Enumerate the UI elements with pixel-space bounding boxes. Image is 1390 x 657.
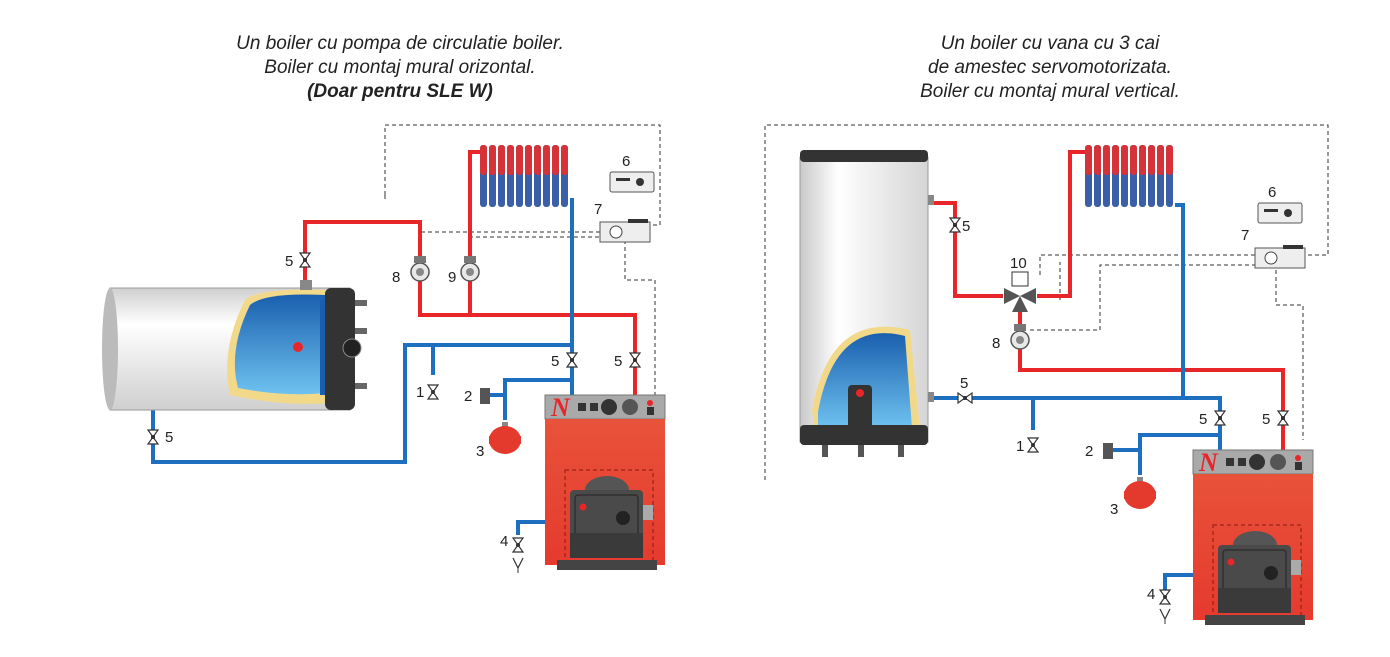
left-label-5a: 5 — [285, 253, 293, 270]
right-label-10: 10 — [1010, 255, 1027, 272]
right-valve-1-fill — [1027, 437, 1039, 453]
right-expansion-vessel-3 — [1124, 477, 1156, 509]
left-label-5c: 5 — [551, 353, 559, 370]
right-label-4: 4 — [1147, 586, 1155, 603]
left-valve-5-return — [566, 352, 578, 368]
right-valve-5-return — [1214, 410, 1226, 426]
right-valve-4-drain — [1159, 589, 1171, 605]
right-cold-pipe-tank — [928, 396, 1222, 450]
right-title-line3: Boiler cu montaj mural vertical. — [920, 81, 1180, 102]
right-boiler — [1192, 447, 1314, 626]
left-label-1: 1 — [416, 384, 424, 401]
left-valve-4-drain — [512, 537, 524, 553]
right-hot-pipe-boiler — [1018, 310, 1285, 450]
right-label-5c: 5 — [1199, 411, 1207, 428]
horizontal-water-tank — [102, 280, 367, 411]
left-safety-valve-2 — [480, 388, 490, 404]
left-hot-pipe-radiator — [468, 150, 480, 315]
right-title-line1: Un boiler cu vana cu 3 cai — [940, 33, 1160, 54]
left-label-7: 7 — [594, 201, 602, 218]
right-label-2: 2 — [1085, 443, 1093, 460]
left-diagram-title: Un boiler cu pompa de circulatie boiler.… — [190, 32, 610, 104]
left-label-4: 4 — [500, 533, 508, 550]
three-way-mixing-valve-10 — [1004, 271, 1036, 312]
left-valve-5-tank — [299, 252, 311, 268]
left-control-wiring — [384, 124, 661, 395]
left-cold-pipe-return — [570, 198, 574, 395]
right-safety-valve-2 — [1103, 443, 1113, 459]
left-cold-pipe-tank — [151, 343, 572, 464]
left-title-line1: Un boiler cu pompa de circulatie boiler. — [236, 33, 564, 54]
right-label-5a: 5 — [962, 218, 970, 235]
left-label-8: 8 — [392, 269, 400, 286]
right-label-5d: 5 — [1262, 411, 1270, 428]
right-label-7: 7 — [1241, 227, 1249, 244]
right-label-5b: 5 — [960, 375, 968, 392]
right-title-line2: de amestec servomotorizata. — [928, 57, 1172, 78]
left-label-5b: 5 — [165, 429, 173, 446]
right-pump-8 — [1010, 323, 1030, 350]
right-radiator — [1085, 145, 1175, 207]
left-room-thermostat-6 — [609, 171, 655, 193]
right-label-6: 6 — [1268, 184, 1276, 201]
left-label-2: 2 — [464, 388, 472, 405]
left-label-6: 6 — [622, 153, 630, 170]
left-label-9: 9 — [448, 269, 456, 286]
right-hot-pipe-radiator — [1037, 150, 1085, 298]
right-valve-5-tank-bottom — [957, 392, 973, 404]
right-controller-7 — [1254, 244, 1306, 269]
right-drain-pipe — [1163, 573, 1193, 590]
right-valve-5-flow — [1277, 410, 1289, 426]
left-valve-1-fill — [427, 384, 439, 400]
right-valve-5-tank — [949, 217, 961, 233]
right-drain-funnel — [1159, 608, 1171, 625]
left-controller-7 — [599, 218, 651, 243]
left-expansion-vessel-3 — [489, 422, 521, 454]
right-diagram: 5 5 5 5 1 2 3 4 6 7 8 10 — [764, 124, 1329, 626]
left-boiler — [544, 392, 666, 571]
left-drain-funnel — [512, 557, 524, 574]
right-cold-pipe-expansion — [1113, 433, 1220, 475]
right-hot-pipe-tank — [928, 201, 1003, 298]
right-label-3: 3 — [1110, 501, 1118, 518]
right-control-wiring — [764, 124, 1329, 480]
left-valve-5-flow — [629, 352, 641, 368]
right-room-thermostat-6 — [1257, 202, 1303, 224]
left-cold-pipe-expansion — [490, 378, 572, 420]
left-radiator — [480, 145, 570, 207]
right-label-1: 1 — [1016, 438, 1024, 455]
left-label-5d: 5 — [614, 353, 622, 370]
right-cold-pipe-return — [1175, 203, 1185, 398]
left-valve-5-tank-bottom — [147, 429, 159, 445]
left-pump-8 — [410, 255, 430, 282]
vertical-water-tank — [799, 150, 934, 457]
left-label-3: 3 — [476, 443, 484, 460]
left-drain-pipe — [516, 520, 545, 535]
left-title-line2: Boiler cu montaj mural orizontal. — [264, 57, 536, 78]
left-diagram: 5 5 5 5 1 2 3 4 6 7 8 9 — [102, 124, 666, 574]
left-title-line3: (Doar pentru SLE W) — [307, 81, 493, 102]
right-diagram-title: Un boiler cu vana cu 3 cai de amestec se… — [850, 32, 1250, 104]
right-label-8: 8 — [992, 335, 1000, 352]
left-pump-9 — [460, 255, 480, 282]
